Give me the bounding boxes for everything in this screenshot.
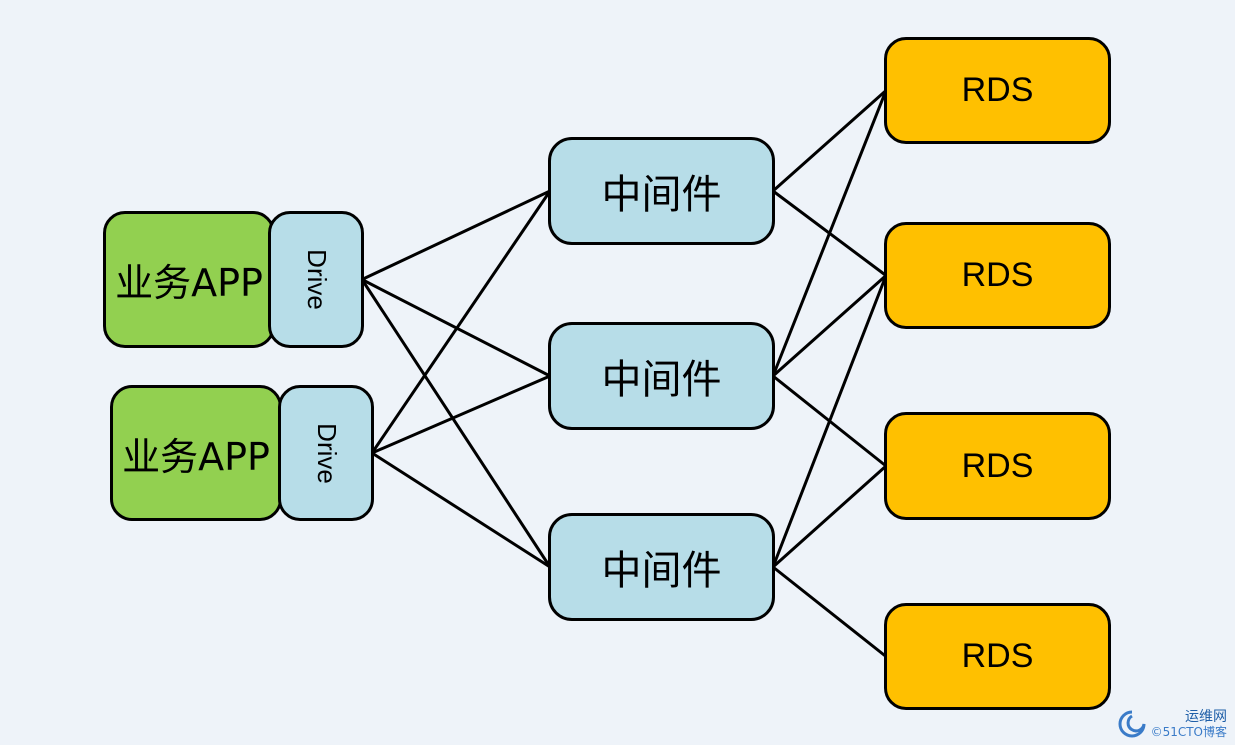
- middleware-1: 中间件: [548, 137, 775, 245]
- drive-2-label: Drive: [311, 422, 342, 484]
- business-app-2-label: 业务APP: [122, 434, 270, 479]
- rds-4-label: RDS: [961, 637, 1034, 675]
- connector-drive-2-to-middleware-2: [371, 374, 551, 455]
- middleware-2: 中间件: [548, 322, 775, 430]
- drive-2: Drive: [278, 385, 374, 521]
- swirl-logo-icon: [1118, 710, 1146, 738]
- connector-middleware-2-to-rds-1: [771, 89, 888, 377]
- drive-1-label: Drive: [301, 249, 332, 310]
- connector-middleware-3-to-rds-3: [772, 464, 887, 569]
- business-app-2: 业务APP: [110, 385, 282, 521]
- connector-middleware-1-to-rds-1: [772, 89, 887, 193]
- connector-middleware-3-to-rds-2: [771, 274, 888, 568]
- drive-1: Drive: [268, 211, 364, 348]
- connector-drive-1-to-middleware-1: [361, 189, 551, 281]
- rds-1: RDS: [884, 37, 1111, 144]
- middleware-1-label: 中间件: [601, 172, 722, 218]
- watermark-line-2: ©51CTO博客: [1150, 724, 1227, 739]
- rds-2-label: RDS: [961, 256, 1034, 294]
- connector-drive-1-to-middleware-3: [360, 278, 552, 568]
- middleware-2-label: 中间件: [601, 357, 722, 403]
- rds-2: RDS: [884, 222, 1111, 329]
- rds-3: RDS: [884, 412, 1111, 520]
- business-app-1-label: 业务APP: [115, 261, 263, 305]
- connector-drive-2-to-middleware-1: [370, 190, 552, 454]
- business-app-1: 业务APP: [103, 211, 275, 348]
- connector-drive-2-to-middleware-3: [371, 451, 551, 569]
- rds-4: RDS: [884, 603, 1111, 710]
- watermark-line-1: 运维网: [1185, 709, 1227, 726]
- watermark: 运维网 ©51CTO博客: [1117, 709, 1227, 739]
- middleware-3-label: 中间件: [601, 548, 722, 594]
- middleware-3: 中间件: [548, 513, 775, 621]
- connector-middleware-3-to-rds-4: [772, 565, 887, 658]
- connector-middleware-2-to-rds-2: [772, 274, 887, 378]
- rds-3-label: RDS: [961, 446, 1034, 485]
- rds-1-label: RDS: [961, 71, 1034, 109]
